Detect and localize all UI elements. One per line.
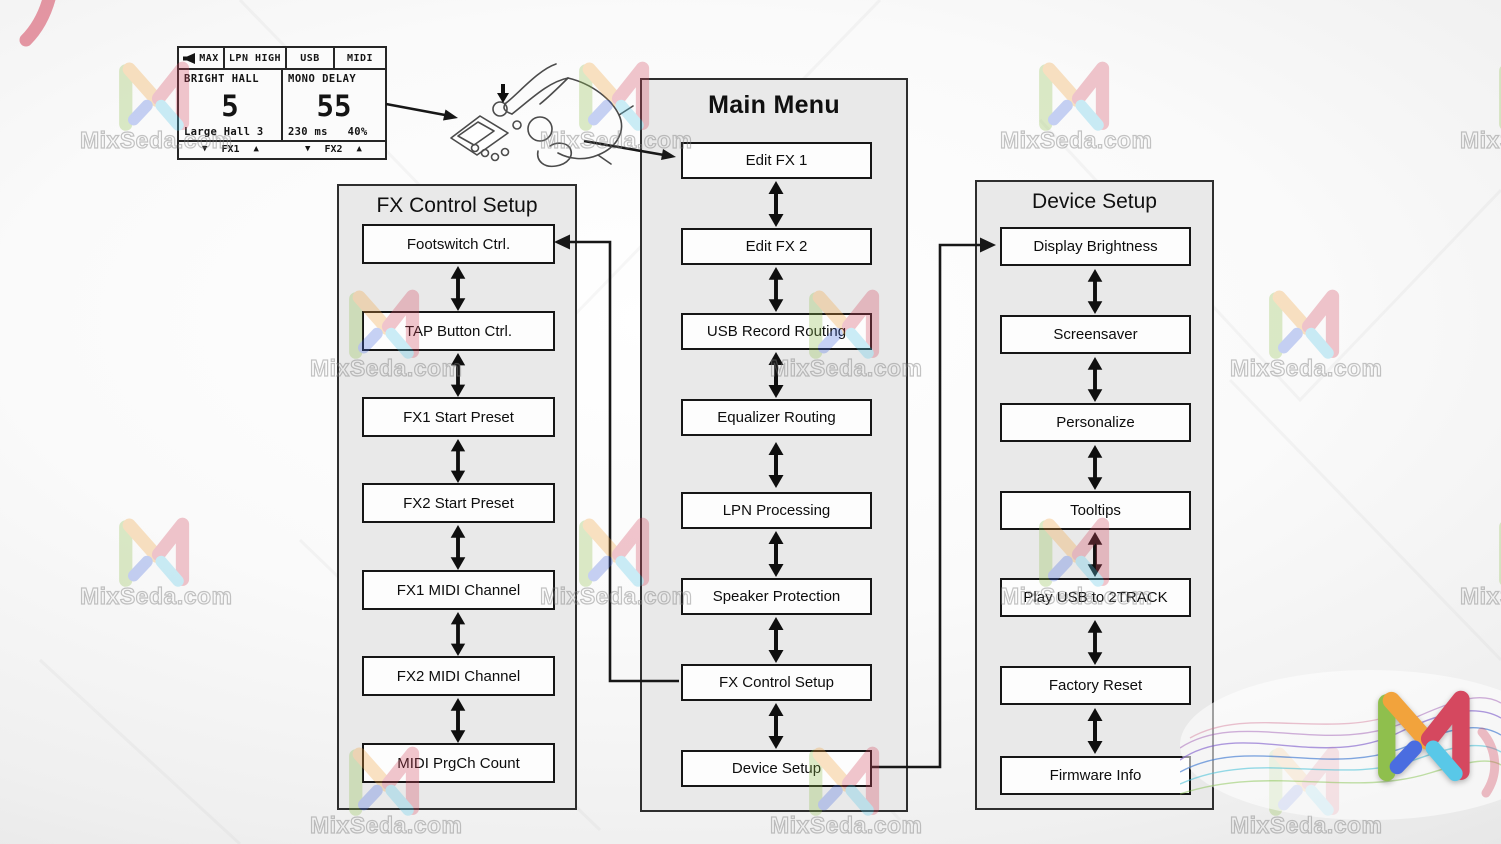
menu-item-speaker-protection: Speaker Protection xyxy=(681,578,872,615)
speaker-icon xyxy=(183,52,196,64)
main-menu-panel: Main Menu Edit FX 1 Edit FX 2 USB Record… xyxy=(640,78,908,812)
lcd-status-label: USB xyxy=(300,52,320,64)
lcd-status-usb: USB xyxy=(287,48,335,68)
up-down-arrow-icon xyxy=(768,531,784,577)
device-setup-panel: Device Setup Display Brightness Screensa… xyxy=(975,180,1214,810)
up-down-arrow-icon xyxy=(450,525,466,570)
lcd-fx1-section: BRIGHT HALL 5 Large Hall 3 xyxy=(179,70,283,140)
up-down-arrow-icon xyxy=(768,703,784,749)
up-down-arrow-icon xyxy=(450,353,466,397)
fx2-preset-params: 230 ms 40% xyxy=(288,126,368,138)
lcd-status-midi: MIDI xyxy=(335,48,385,68)
mixseda-logo xyxy=(1366,682,1484,784)
fx1-preset-number: 5 xyxy=(221,88,239,123)
menu-item-usb-record-routing: USB Record Routing xyxy=(681,313,872,350)
lcd-status-label: MIDI xyxy=(346,52,374,64)
up-down-arrow-icon xyxy=(768,442,784,488)
down-triangle-icon: ▼ xyxy=(305,143,311,154)
lcd-footer-bar: ▼ FX1 ▲ ▼ FX2 ▲ xyxy=(179,140,385,156)
panel-title: Device Setup xyxy=(1032,190,1157,213)
fx-control-setup-panel: FX Control Setup Footswitch Ctrl. TAP Bu… xyxy=(337,184,577,810)
up-triangle-icon: ▲ xyxy=(253,143,259,154)
fx2-preset-number: 55 xyxy=(316,88,352,123)
menu-item-device-setup: Device Setup xyxy=(681,750,872,787)
up-triangle-icon: ▲ xyxy=(356,143,362,154)
up-down-arrow-icon xyxy=(1087,532,1103,577)
menu-item-fx2-midi-channel: FX2 MIDI Channel xyxy=(362,656,555,696)
fx1-preset-name: Large Hall 3 xyxy=(184,126,264,138)
menu-item-midi-prgch-count: MIDI PrgCh Count xyxy=(362,743,555,783)
lcd-status-lpn: LPN HIGH xyxy=(225,48,287,68)
fx2-label: FX2 xyxy=(324,143,343,155)
menu-item-firmware-info: Firmware Info xyxy=(1000,756,1191,795)
up-down-arrow-icon xyxy=(768,352,784,398)
up-down-arrow-icon xyxy=(1087,269,1103,314)
up-down-arrow-icon xyxy=(768,617,784,663)
menu-item-display-brightness: Display Brightness xyxy=(1000,227,1191,266)
up-down-arrow-icon xyxy=(768,267,784,312)
menu-item-lpn-processing: LPN Processing xyxy=(681,492,872,529)
menu-item-screensaver: Screensaver xyxy=(1000,315,1191,354)
lcd-status-label: MAX xyxy=(199,52,219,64)
menu-item-edit-fx-2: Edit FX 2 xyxy=(681,228,872,265)
up-down-arrow-icon xyxy=(1087,708,1103,754)
color-streaks-decoration xyxy=(1180,670,1501,820)
menu-item-fx1-start-preset: FX1 Start Preset xyxy=(362,397,555,437)
menu-item-personalize: Personalize xyxy=(1000,403,1191,442)
lcd-display: MAX LPN HIGH USB MIDI BRIGHT HALL 5 Larg… xyxy=(177,46,387,160)
fx2-selector: ▼ FX2 ▲ xyxy=(282,142,385,156)
lcd-fx2-section: MONO DELAY 55 230 ms 40% xyxy=(283,70,385,140)
menu-item-fx-control-setup: FX Control Setup xyxy=(681,664,872,701)
corner-logo-fragment-icon xyxy=(19,0,56,47)
fx1-selector: ▼ FX1 ▲ xyxy=(179,142,282,156)
up-down-arrow-icon xyxy=(1087,357,1103,402)
press-down-arrow-icon xyxy=(497,84,509,103)
menu-item-edit-fx-1: Edit FX 1 xyxy=(681,142,872,179)
menu-item-tooltips: Tooltips xyxy=(1000,491,1191,530)
menu-item-factory-reset: Factory Reset xyxy=(1000,666,1191,705)
fx1-label: FX1 xyxy=(221,143,240,155)
up-down-arrow-icon xyxy=(1087,445,1103,490)
fx2-effect-name: MONO DELAY xyxy=(288,73,357,85)
lcd-status-bar: MAX LPN HIGH USB MIDI xyxy=(179,48,385,70)
up-down-arrow-icon xyxy=(1087,620,1103,665)
up-down-arrow-icon xyxy=(450,439,466,483)
fx1-effect-name: BRIGHT HALL xyxy=(184,73,260,85)
lcd-status-max: MAX xyxy=(179,48,225,68)
up-down-arrow-icon xyxy=(450,698,466,743)
menu-item-fx1-midi-channel: FX1 MIDI Channel xyxy=(362,570,555,610)
menu-item-footswitch-ctrl: Footswitch Ctrl. xyxy=(362,224,555,264)
up-down-arrow-icon xyxy=(450,612,466,656)
lcd-main-area: BRIGHT HALL 5 Large Hall 3 MONO DELAY 55… xyxy=(179,70,385,140)
lcd-status-label: LPN HIGH xyxy=(228,52,282,64)
up-down-arrow-icon xyxy=(450,266,466,311)
panel-title: FX Control Setup xyxy=(376,194,538,217)
up-down-arrow-icon xyxy=(768,181,784,227)
menu-item-fx2-start-preset: FX2 Start Preset xyxy=(362,483,555,523)
menu-item-equalizer-routing: Equalizer Routing xyxy=(681,399,872,436)
menu-item-tap-button-ctrl: TAP Button Ctrl. xyxy=(362,311,555,351)
hand-press-knob-sketch xyxy=(450,63,634,168)
menu-item-play-usb-to-2track: Play USB to 2TRACK xyxy=(1000,578,1191,617)
down-triangle-icon: ▼ xyxy=(202,143,208,154)
panel-title: Main Menu xyxy=(708,91,840,119)
